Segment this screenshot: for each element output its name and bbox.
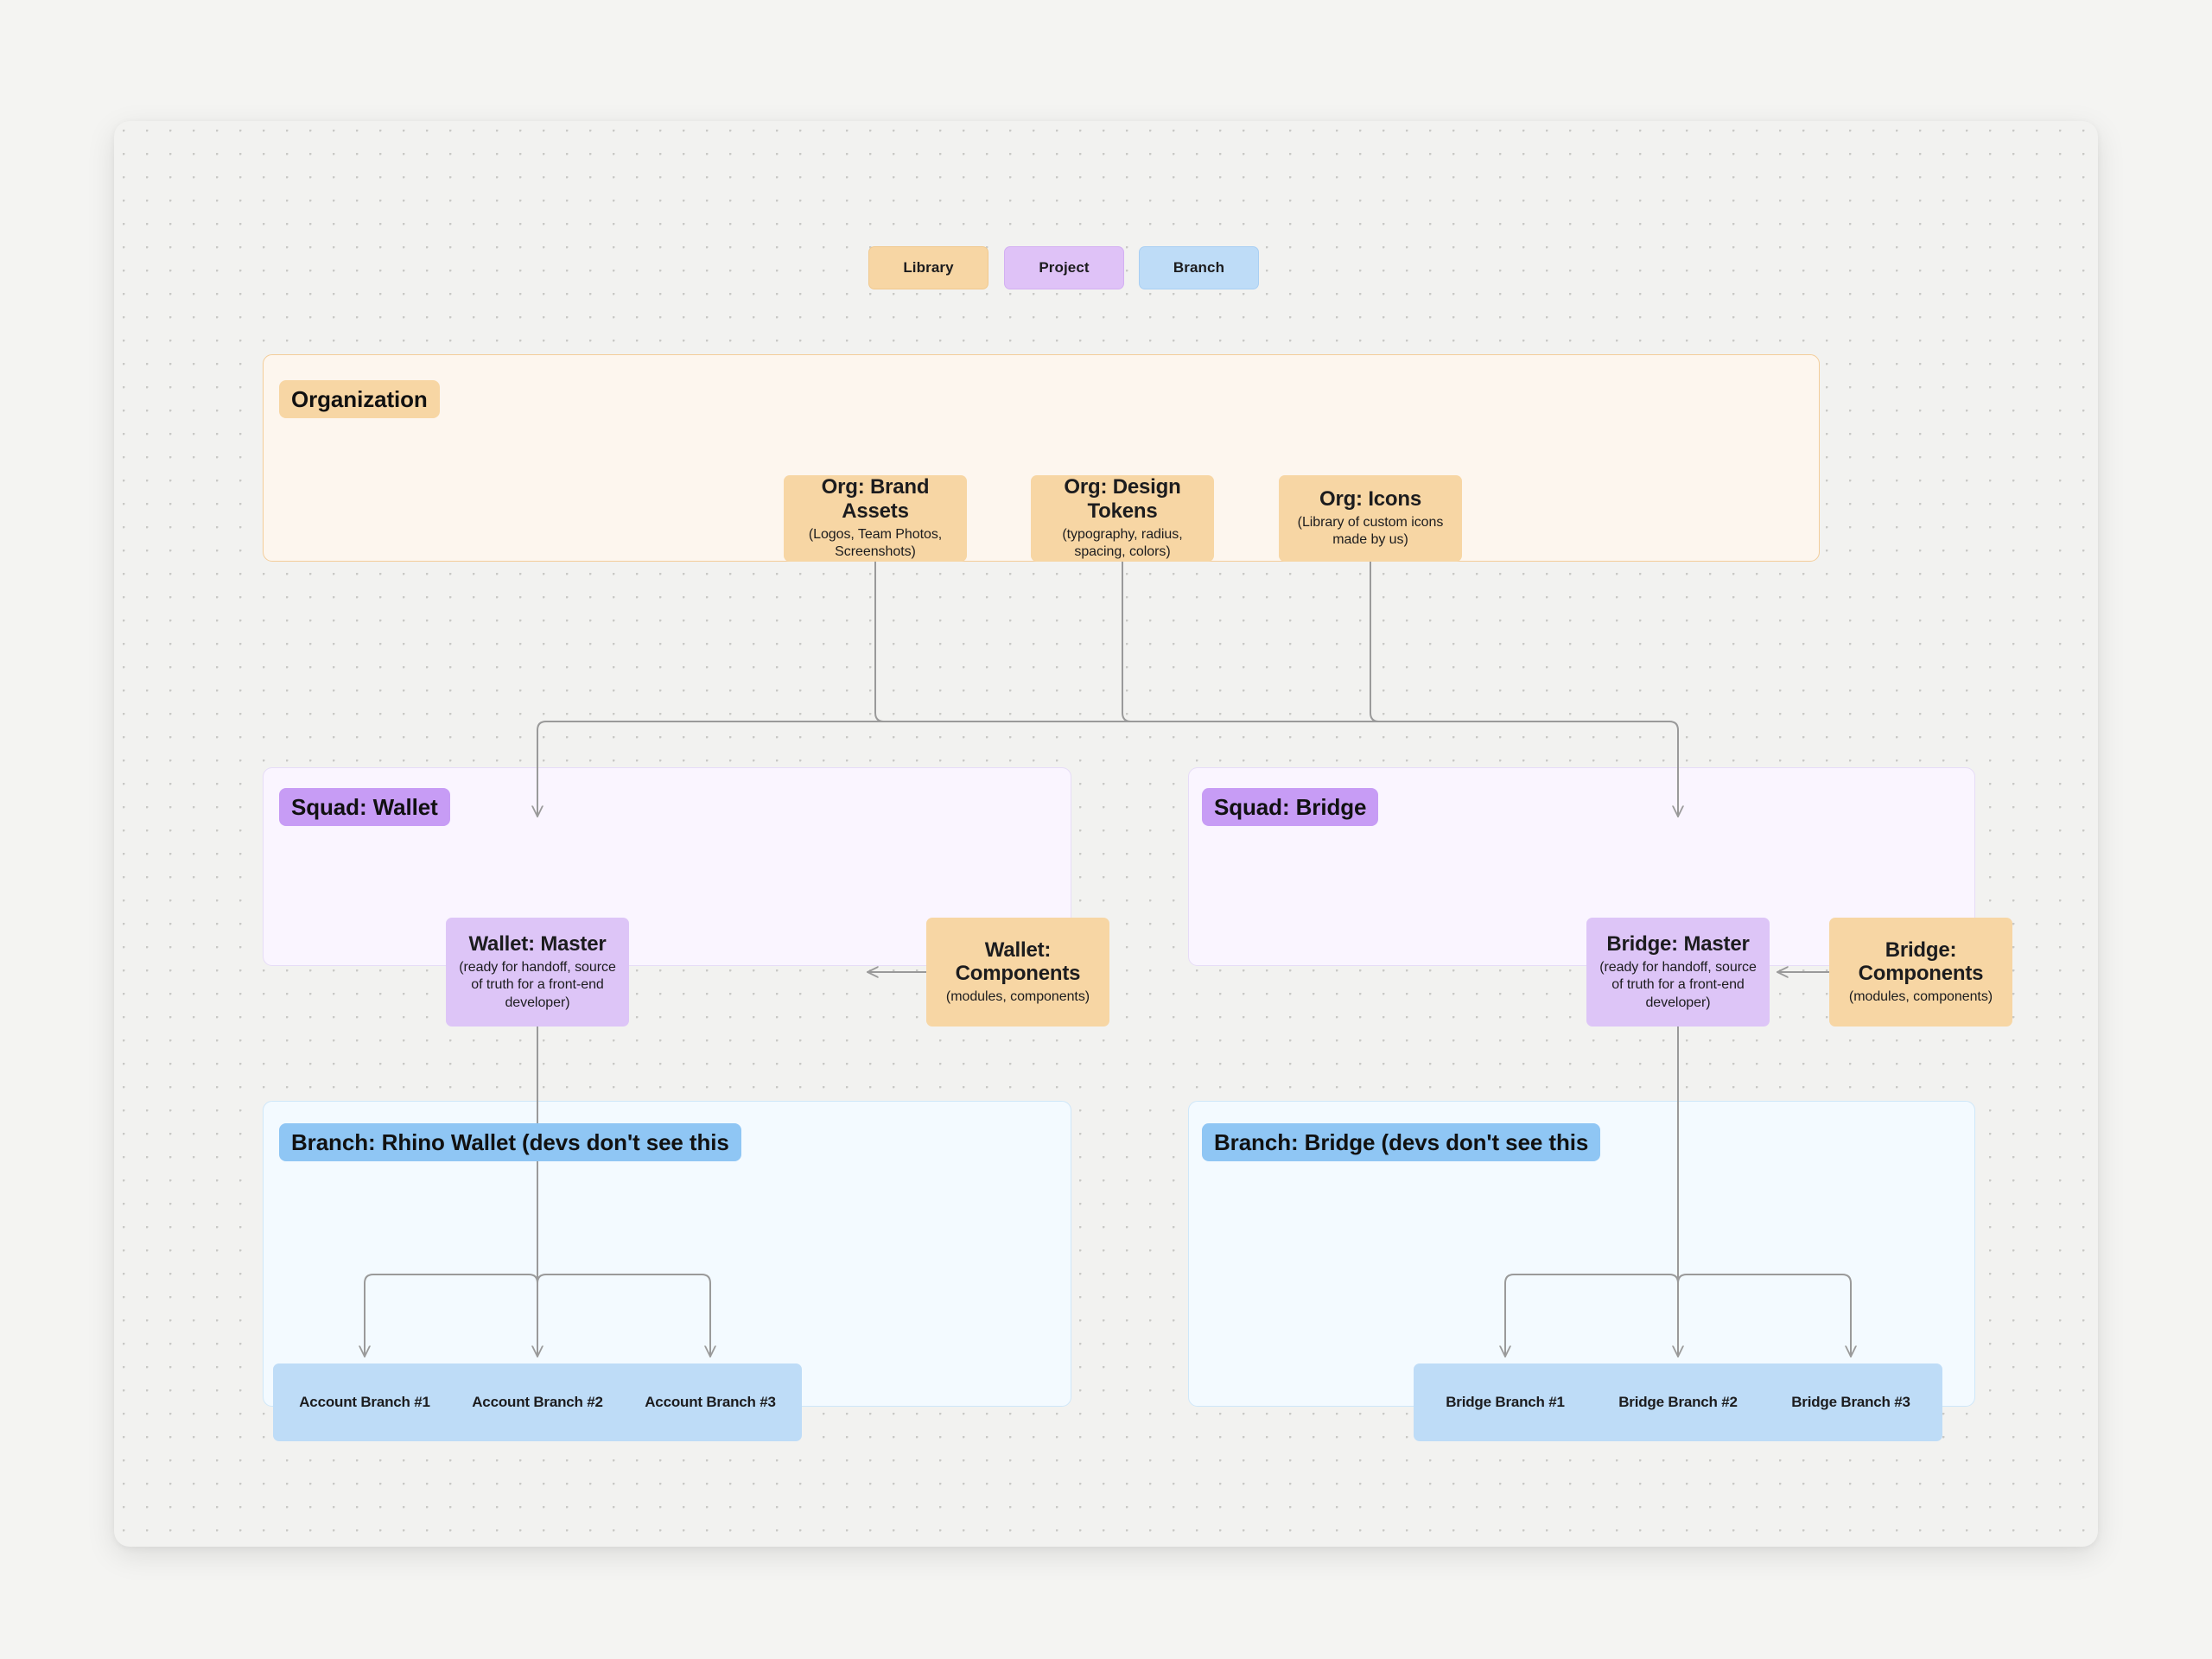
legend-chip-project[interactable]: Project [1004,246,1124,289]
node-title: Bridge: Master [1606,932,1750,956]
node-subtitle: (modules, components) [1848,988,1993,1004]
node-org-brand-assets[interactable]: Org: Brand Assets (Logos, Team Photos, S… [784,475,967,562]
section-tag-organization[interactable]: Organization [279,380,440,418]
legend-chip-branch[interactable]: Branch [1139,246,1259,289]
section-tag-branch-bridge-label: Branch: Bridge (devs don't see this [1214,1128,1589,1155]
node-title: Org: Icons [1319,487,1421,512]
node-subtitle: (typography, radius, spacing, colors) [1062,526,1183,560]
connector-layer [114,561,2098,1357]
node-subtitle: (modules, components) [945,988,1090,1004]
section-tag-squad-bridge[interactable]: Squad: Bridge [1202,788,1379,826]
node-title: Bridge Branch #1 [1446,1394,1565,1411]
node-bridge-master[interactable]: Bridge: Master (ready for handoff, sourc… [1586,918,1770,1027]
node-subtitle: (ready for handoff, source of truth for … [1599,959,1757,1010]
section-tag-branch-bridge[interactable]: Branch: Bridge (devs don't see this [1202,1123,1601,1161]
legend-chip-library[interactable]: Library [868,246,988,289]
node-title: Org: Brand Assets [821,475,930,524]
node-account-branch-3[interactable]: Account Branch #3 [619,1363,802,1441]
node-bridge-branch-3[interactable]: Bridge Branch #3 [1759,1363,1942,1441]
node-title: Wallet: Master [468,932,607,956]
node-bridge-components[interactable]: Bridge: Components (modules, components) [1829,918,2012,1027]
legend-chip-branch-label: Branch [1173,259,1225,276]
section-tag-organization-label: Organization [291,385,428,412]
node-title: Account Branch #1 [299,1394,430,1411]
section-tag-branch-wallet-label: Branch: Rhino Wallet (devs don't see thi… [291,1128,729,1155]
node-subtitle: (Library of custom icons made by us) [1297,514,1444,548]
node-bridge-branch-2[interactable]: Bridge Branch #2 [1586,1363,1770,1441]
node-title: Bridge Branch #2 [1618,1394,1738,1411]
node-subtitle: (ready for handoff, source of truth for … [459,959,616,1010]
node-wallet-master[interactable]: Wallet: Master (ready for handoff, sourc… [446,918,629,1027]
legend-chip-project-label: Project [1039,259,1090,276]
node-account-branch-2[interactable]: Account Branch #2 [446,1363,629,1441]
section-tag-branch-wallet[interactable]: Branch: Rhino Wallet (devs don't see thi… [279,1123,741,1161]
node-title: Wallet: Components [955,938,1081,986]
node-title: Org: Design Tokens [1064,475,1181,524]
legend-chip-library-label: Library [903,259,954,276]
node-title: Account Branch #2 [472,1394,603,1411]
node-account-branch-1[interactable]: Account Branch #1 [273,1363,456,1441]
section-tag-squad-wallet-label: Squad: Wallet [291,793,438,820]
node-org-design-tokens[interactable]: Org: Design Tokens (typography, radius, … [1031,475,1214,562]
node-bridge-branch-1[interactable]: Bridge Branch #1 [1414,1363,1597,1441]
diagram-canvas[interactable]: Library Project Branch [114,121,2098,1547]
node-wallet-components[interactable]: Wallet: Components (modules, components) [926,918,1109,1027]
node-title: Bridge: Components [1858,938,1984,986]
node-org-icons[interactable]: Org: Icons (Library of custom icons made… [1279,475,1462,562]
node-title: Account Branch #3 [645,1394,776,1411]
section-tag-squad-wallet[interactable]: Squad: Wallet [279,788,450,826]
node-title: Bridge Branch #3 [1791,1394,1910,1411]
section-tag-squad-bridge-label: Squad: Bridge [1214,793,1367,820]
node-subtitle: (Logos, Team Photos, Screenshots) [808,526,943,560]
